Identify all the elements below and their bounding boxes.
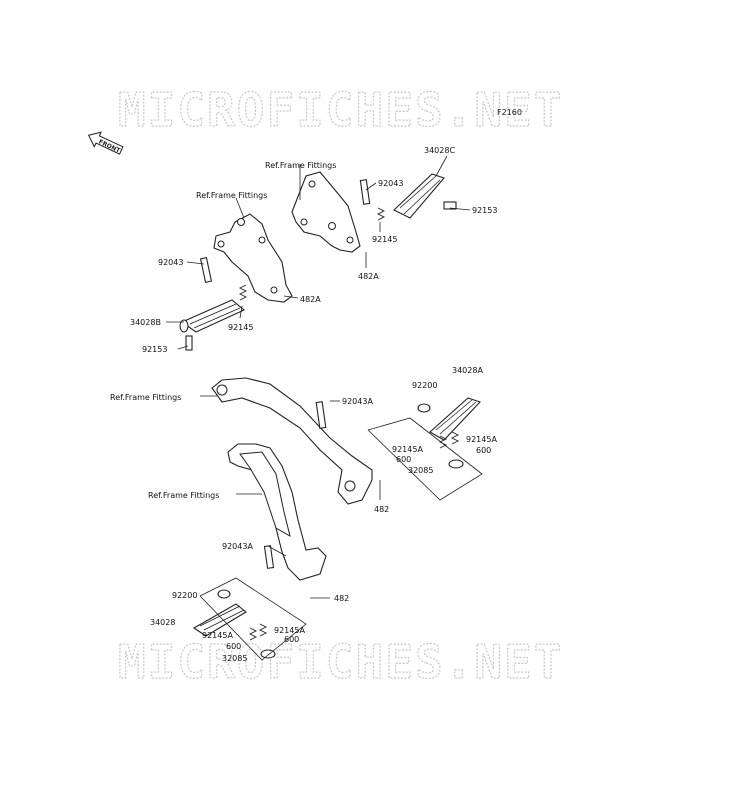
label-34028c: 34028C: [424, 146, 455, 155]
label-92153-right: 92153: [472, 206, 497, 215]
label-34028a: 34028A: [452, 366, 483, 375]
leader-lines: [166, 155, 483, 661]
label-ref-frame-fittings-3: Ref.Frame Fittings: [110, 393, 181, 402]
rider-right-bolt: [443, 201, 457, 210]
label-600-left-1: 600: [226, 642, 241, 651]
label-ref-frame-fittings-2: Ref.Frame Fittings: [196, 191, 267, 200]
label-32085-left: 32085: [222, 654, 247, 663]
rider-left-spring: [238, 284, 248, 301]
label-600-right-1: 600: [396, 455, 411, 464]
label-92200-right: 92200: [412, 381, 437, 390]
passenger-right-footpeg: [429, 397, 481, 441]
label-600-right-2: 600: [476, 446, 491, 455]
passenger-right-pin: [315, 401, 327, 429]
label-92145a-right-1: 92145A: [392, 445, 423, 454]
label-ref-frame-fittings-4: Ref.Frame Fittings: [148, 491, 219, 500]
rider-right-bracket: [291, 171, 361, 253]
label-92145a-left-1: 92145A: [202, 631, 233, 640]
label-92145-left: 92145: [228, 323, 253, 332]
rider-right-footpeg: [393, 173, 445, 219]
rider-left-bolt: [185, 335, 193, 351]
label-92145-right: 92145: [372, 235, 397, 244]
passenger-right-clip: [448, 459, 464, 469]
watermark-top: MICROFICHES.NET: [118, 83, 563, 137]
label-92153-left: 92153: [142, 345, 167, 354]
label-482a-right: 482A: [358, 272, 379, 281]
label-92200-left: 92200: [172, 591, 197, 600]
label-92043-right: 92043: [378, 179, 403, 188]
label-92145a-left-2: 92145A: [274, 626, 305, 635]
label-482-left: 482: [334, 594, 349, 603]
label-482a-left: 482A: [300, 295, 321, 304]
passenger-left-washer: [217, 589, 231, 599]
passenger-left-pin: [263, 545, 275, 569]
passenger-left-bracket: [227, 443, 327, 581]
label-482-right: 482: [374, 505, 389, 514]
passenger-right-washer: [417, 403, 431, 413]
rider-left-bracket: [213, 213, 293, 303]
rider-right-spring: [376, 207, 386, 221]
passenger-left-footpeg: [192, 603, 247, 637]
label-34028b: 34028B: [130, 318, 161, 327]
label-ref-frame-fittings-1: Ref.Frame Fittings: [265, 161, 336, 170]
label-600-left-2: 600: [284, 635, 299, 644]
passenger-right-bracket: [211, 377, 373, 505]
rider-left-footpeg: [179, 299, 246, 333]
label-92043a-right: 92043A: [342, 397, 373, 406]
figure-code: F2160: [497, 108, 522, 117]
label-92043-left: 92043: [158, 258, 183, 267]
rider-left-pin: [199, 256, 213, 284]
watermark-bottom: MICROFICHES.NET: [118, 635, 563, 689]
passenger-right-spring: [438, 431, 460, 449]
rider-right-pin: [359, 179, 371, 205]
label-34028: 34028: [150, 618, 175, 627]
label-92043a-left: 92043A: [222, 542, 253, 551]
label-92145a-right-2: 92145A: [466, 435, 497, 444]
passenger-left-spring: [248, 623, 268, 641]
label-32085-right: 32085: [408, 466, 433, 475]
